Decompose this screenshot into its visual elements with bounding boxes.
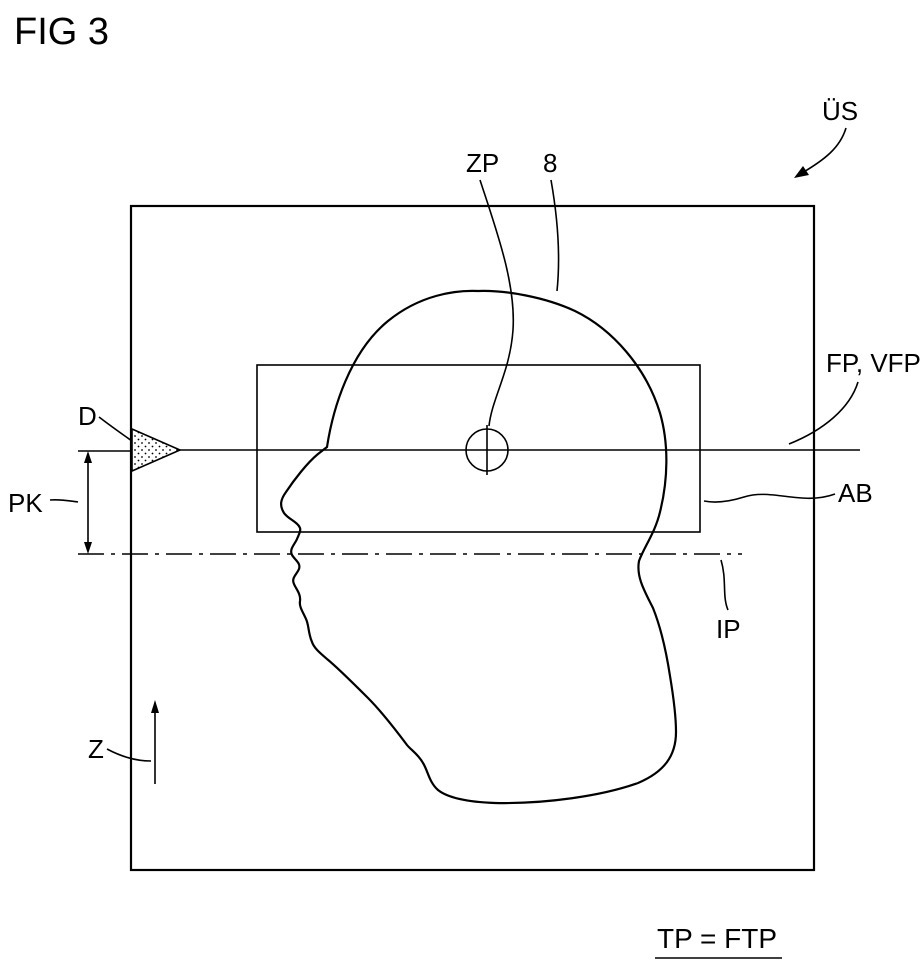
leader-z — [106, 748, 152, 762]
label-zp: ZP — [466, 148, 499, 178]
leader-us — [801, 127, 847, 174]
us-arrowhead — [794, 166, 809, 178]
leader-zp — [479, 179, 515, 427]
z-axis-arrowhead — [151, 700, 159, 713]
leader-ip — [720, 559, 729, 611]
label-ref8: 8 — [543, 148, 557, 178]
head-profile-outline — [280, 289, 678, 805]
figure-caption: TP = FTP — [657, 923, 777, 954]
leader-fp-vfp — [788, 381, 859, 445]
inner-fov-frame — [256, 364, 701, 533]
figure-title: FIG 3 — [14, 11, 109, 53]
label-z: Z — [88, 734, 104, 764]
pk-arrowhead-down — [84, 542, 92, 554]
beam-triangle — [131, 427, 182, 473]
label-ip: IP — [716, 614, 741, 644]
label-pk: PK — [8, 488, 43, 518]
leader-ab — [703, 493, 836, 503]
outer-scan-frame — [129, 204, 816, 872]
label-us: ÜS — [822, 96, 858, 126]
label-d: D — [78, 401, 97, 431]
leader-ref8 — [550, 179, 560, 292]
leader-d — [98, 416, 133, 442]
label-ab: AB — [838, 478, 873, 508]
label-fp-vfp: FP, VFP — [826, 348, 921, 378]
pk-arrowhead-up — [84, 451, 92, 463]
leader-pk — [49, 498, 79, 503]
